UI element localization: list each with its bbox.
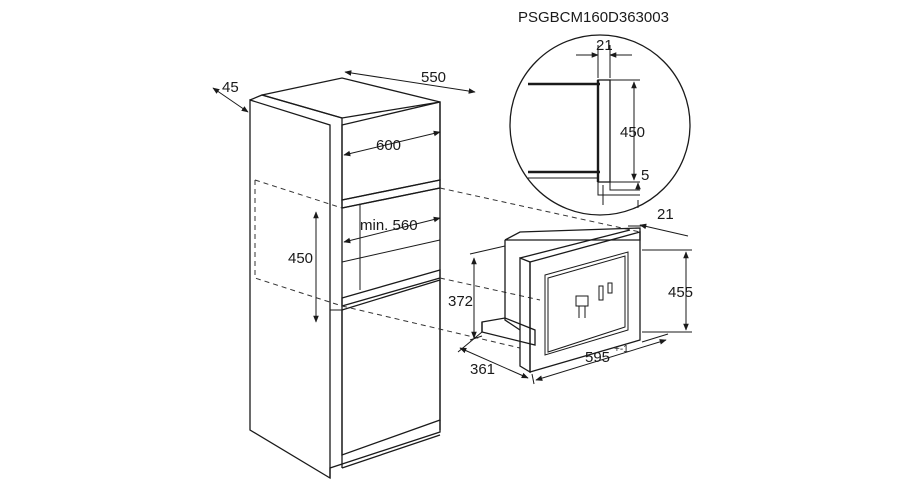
- dim-niche-height-label: 450: [288, 250, 313, 267]
- upper-shelf: [341, 179, 441, 209]
- dim-niche-min-label: min. 560: [360, 217, 418, 234]
- appliance-top: [504, 227, 641, 241]
- detail-circle: [509, 34, 691, 216]
- dim-detail-height-label: 450: [620, 124, 645, 141]
- dim-detail-gap: 21: [576, 37, 632, 58]
- dim-height-total: 455: [642, 249, 693, 333]
- dim-height-body: 372: [448, 245, 506, 341]
- dim-width: 600: [343, 130, 441, 157]
- coffee-outlet-icon: [575, 295, 589, 307]
- hot-water-nozzle-icon: [607, 282, 613, 294]
- dim-depth: 361: [457, 331, 529, 379]
- detail-front-panel: [597, 79, 611, 183]
- dim-depth-label: 361: [470, 361, 495, 378]
- tall-cabinet: [249, 77, 641, 480]
- dim-detail-bottom-label: 5: [641, 167, 649, 184]
- dim-height-total-label: 455: [668, 284, 693, 301]
- dim-top-depth: 45: [212, 79, 249, 113]
- cabinet-side-panel: [249, 99, 331, 480]
- dim-detail-bottom: 5: [635, 167, 649, 208]
- dim-width: 595 +-1: [531, 333, 669, 385]
- drawing-code: PSGBCM160D363003: [518, 9, 669, 26]
- dim-front-depth-label: 21: [657, 206, 674, 223]
- dim-top-depth-label: 45: [222, 79, 239, 96]
- dim-width-label-appliance: 595: [585, 349, 610, 366]
- milk-nozzle-icon: [598, 285, 604, 301]
- dim-top-width-label: 550: [421, 69, 446, 86]
- lower-door: [341, 279, 441, 456]
- lower-shelf: [341, 269, 441, 307]
- dim-detail-gap-label: 21: [596, 37, 613, 54]
- dim-front-depth: 21: [628, 206, 689, 237]
- dim-width-label: 600: [376, 137, 401, 154]
- appliance-front-inner: [544, 251, 629, 356]
- dim-height-body-label: 372: [448, 293, 473, 310]
- dim-width-tolerance: +-1: [614, 344, 629, 355]
- detail-view: [509, 34, 691, 216]
- dim-detail-height: 450: [620, 81, 645, 181]
- dim-niche-min: min. 560: [343, 216, 441, 244]
- dim-top-width: 550: [344, 69, 476, 94]
- dim-niche-height: 450: [288, 211, 319, 323]
